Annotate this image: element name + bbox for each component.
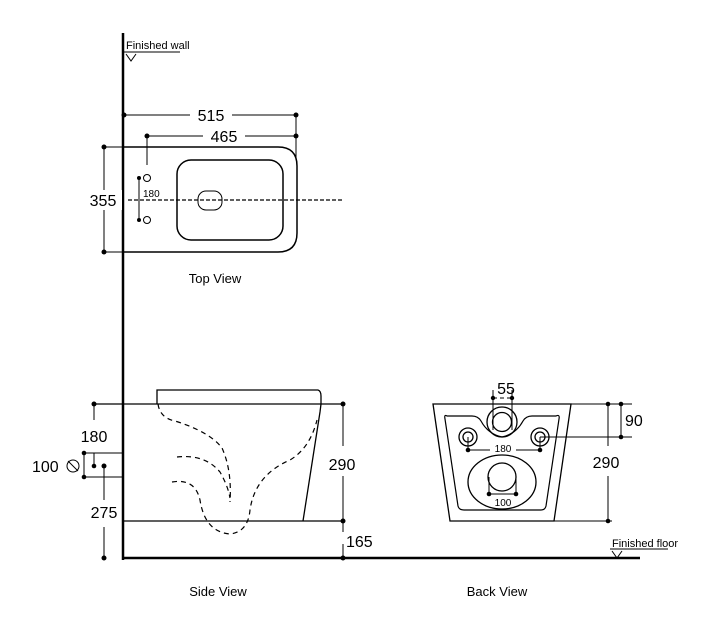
dim-bolt-from-top: 180 xyxy=(81,429,108,446)
top-view: 515 465 355 180 Top View xyxy=(84,104,344,286)
bolt-hole-icon xyxy=(143,174,151,182)
side-view: 180 100 275 290 165 Side View xyxy=(32,389,373,599)
dim-outlet-height: 275 xyxy=(91,505,118,522)
dim-dot xyxy=(121,112,127,118)
dim-bowl-height: 290 xyxy=(329,457,356,474)
dim-inlet-width: 55 xyxy=(497,381,515,398)
outlet-outer-icon xyxy=(467,454,537,510)
dim-bolt-spacing-back: 180 xyxy=(495,444,512,455)
back-view-title: Back View xyxy=(467,584,528,599)
inlet-outer-icon xyxy=(486,406,518,438)
diameter-symbol-icon xyxy=(66,459,80,473)
dim-width: 355 xyxy=(90,193,117,210)
back-inner-outline xyxy=(444,414,560,511)
finished-wall-label: Finished wall xyxy=(126,40,190,52)
finished-wall-marker-icon xyxy=(125,53,137,62)
outlet-inner-icon xyxy=(487,462,517,492)
side-view-title: Side View xyxy=(189,584,247,599)
dim-back-height: 290 xyxy=(593,455,620,472)
back-view: 55 180 100 90 290 Back View xyxy=(432,381,643,599)
dim-bowl-length: 465 xyxy=(211,129,238,146)
finished-floor-marker-icon xyxy=(611,550,623,559)
dim-outlet-diameter: 100 xyxy=(32,459,59,476)
dim-inlet-drop: 90 xyxy=(625,413,643,430)
dim-outlet-width: 100 xyxy=(495,498,512,509)
dim-floor-clearance: 165 xyxy=(346,534,373,551)
seat-lid-outline xyxy=(156,389,322,404)
bolt-hole-icon xyxy=(143,216,151,224)
inlet-inner-icon xyxy=(491,411,513,433)
finished-floor-label: Finished floor xyxy=(612,538,678,550)
top-view-title: Top View xyxy=(189,271,242,286)
dim-overall-length: 515 xyxy=(198,108,225,125)
dim-bolt-spacing-top: 180 xyxy=(143,189,160,200)
